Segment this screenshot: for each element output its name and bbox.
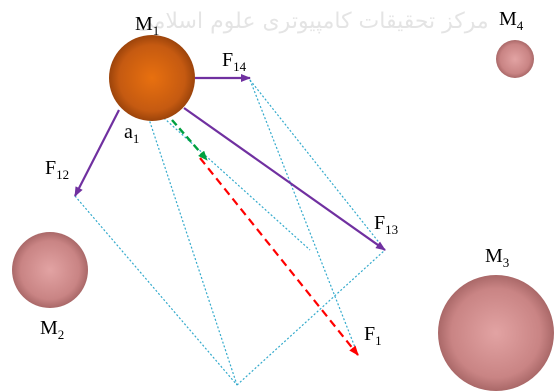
construction-line <box>236 249 386 386</box>
force-arrow-f13 <box>183 107 386 251</box>
label-f12-sub: 12 <box>56 167 69 182</box>
construction-line <box>154 109 311 251</box>
resultant-arrow-f1 <box>199 157 359 356</box>
construction-line <box>249 79 386 251</box>
label-a1-sub: 1 <box>133 131 140 146</box>
acceleration-arrow-a1 <box>171 119 208 161</box>
label-f13: F13 <box>374 212 398 237</box>
label-f1: F1 <box>364 323 382 348</box>
construction-line <box>145 109 238 386</box>
label-f12-name: F <box>45 157 56 179</box>
label-m1-sub: 1 <box>153 23 160 38</box>
construction-lines <box>74 79 386 386</box>
watermark: مرکز تحقیقات کامپیوتری علوم اسلامی <box>135 9 488 34</box>
mass-m3 <box>438 275 554 391</box>
mass-m4 <box>496 40 534 78</box>
mass-m2 <box>12 232 88 308</box>
label-m3-name: M <box>485 245 503 267</box>
label-f14-sub: 14 <box>233 59 247 74</box>
label-f13-sub: 13 <box>385 222 398 237</box>
label-m4: M4 <box>499 8 524 33</box>
label-m1: M1 <box>135 13 159 38</box>
label-m4-name: M <box>499 8 517 30</box>
label-f14: F14 <box>222 49 247 74</box>
label-f1-sub: 1 <box>375 333 382 348</box>
label-a1: a1 <box>124 121 139 146</box>
label-m2-name: M <box>40 317 58 339</box>
label-m2-sub: 2 <box>58 327 65 342</box>
label-a1-name: a <box>124 121 133 143</box>
label-m3-sub: 3 <box>503 255 510 270</box>
label-m4-sub: 4 <box>517 18 524 33</box>
label-f13-name: F <box>374 212 385 234</box>
label-m2: M2 <box>40 317 64 342</box>
label-f14-name: F <box>222 49 233 71</box>
label-f12: F12 <box>45 157 69 182</box>
label-m1-name: M <box>135 13 153 35</box>
construction-line <box>249 79 359 356</box>
force-arrow-f12 <box>74 109 120 197</box>
construction-line <box>74 195 238 386</box>
label-m3: M3 <box>485 245 509 270</box>
label-f1-name: F <box>364 323 375 345</box>
mass-m1 <box>109 35 195 121</box>
